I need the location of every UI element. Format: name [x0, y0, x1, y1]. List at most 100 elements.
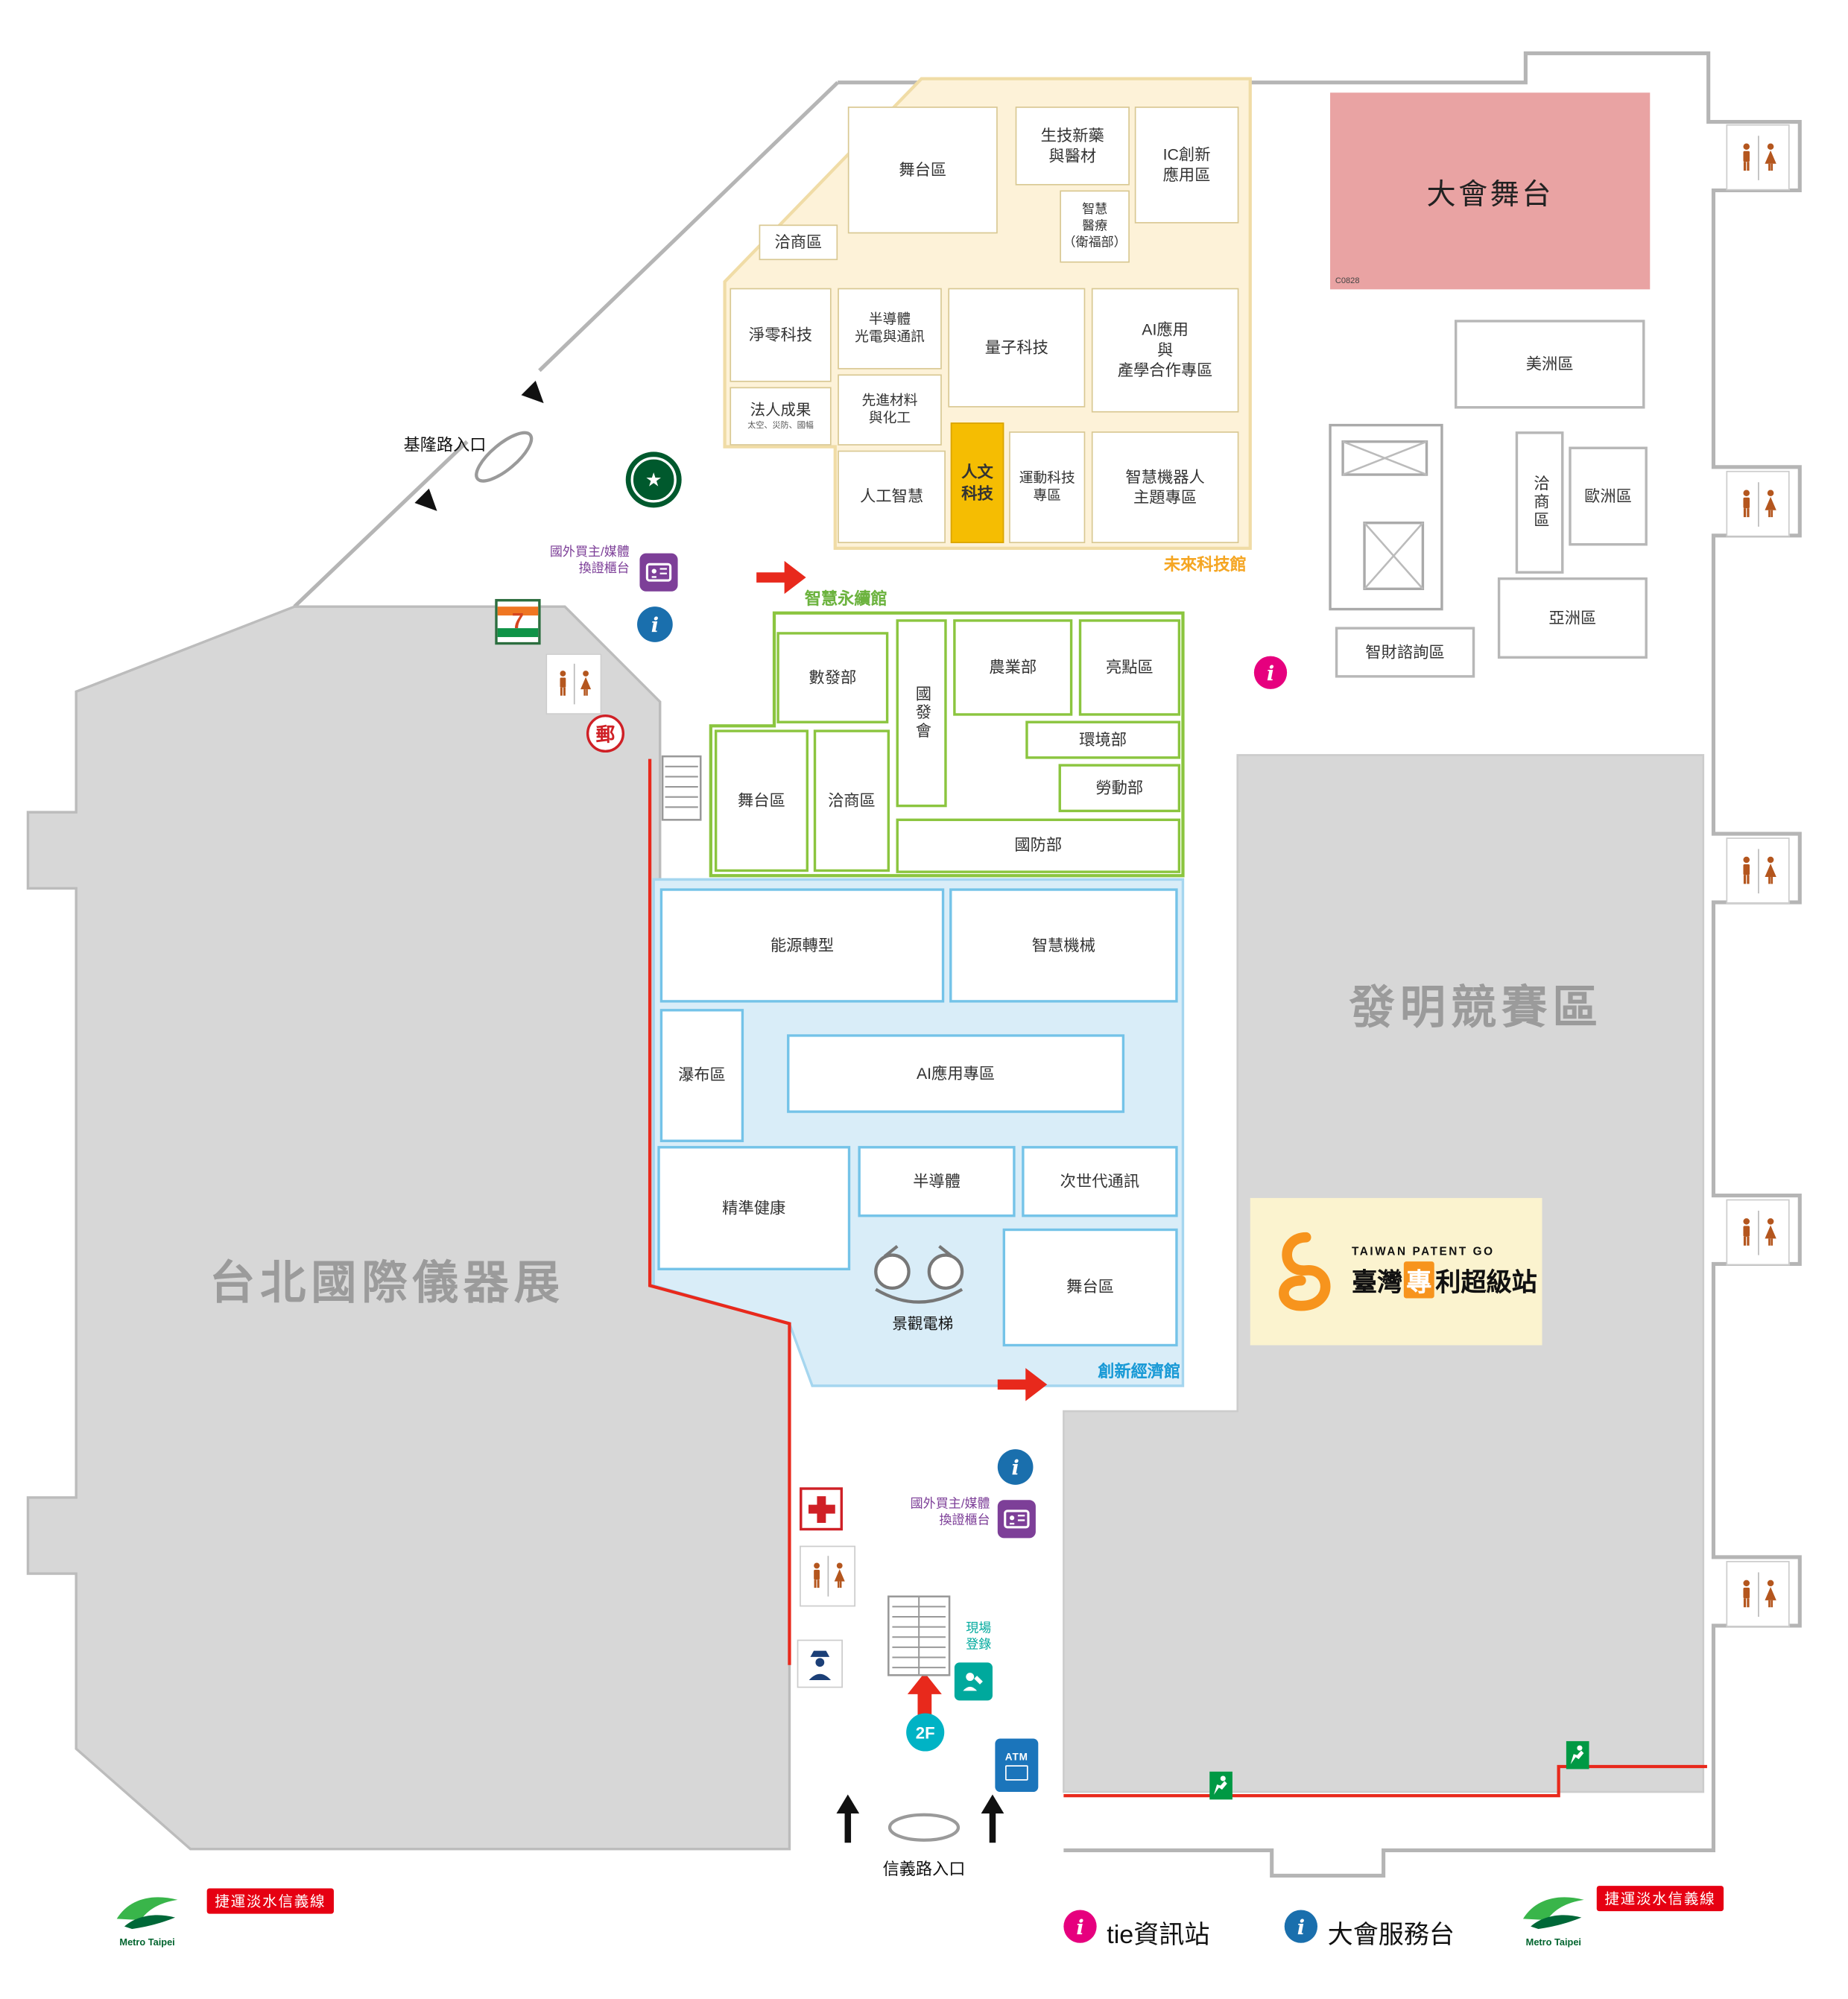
restroom-icon-e1: [1726, 470, 1790, 537]
room-business-gr: 洽商區: [813, 729, 890, 872]
restroom-icon-ne: [1726, 124, 1790, 191]
badge-exchange-icon-bottom: [997, 1500, 1036, 1539]
xinyi-gate: [887, 1813, 961, 1842]
first-aid-icon: [800, 1487, 843, 1531]
restroom-icon-e3: [1726, 1199, 1790, 1266]
atm-icon: ATM: [995, 1738, 1039, 1793]
security-guard-icon: [797, 1639, 843, 1688]
room-highlight: 亮點區: [1078, 619, 1181, 716]
restroom-icon-south: [800, 1545, 856, 1607]
service-desk-icon-top: [637, 606, 673, 642]
instrument-show-label: 台北國際儀器展: [209, 1256, 565, 1309]
starbucks-icon: [625, 452, 682, 508]
patent-go-sub-3: 利超級站: [1435, 1269, 1537, 1297]
room-defense: 國防部: [896, 818, 1181, 873]
room-ai-application: AI應用專區: [787, 1034, 1125, 1113]
legend-service-desk-label: 大會服務台: [1327, 1921, 1455, 1950]
room-stage-area-ft: 舞台區: [847, 107, 998, 234]
metro-taipei-icon-left: [116, 1897, 178, 1930]
patent-go-sub-2: 專: [1403, 1261, 1434, 1299]
red-route-left: [648, 758, 791, 1665]
mrt-line-badge-right: 捷運淡水信義線: [1596, 1886, 1724, 1912]
room-ndc: 國發會: [896, 619, 947, 808]
metro-taipei-label-left: Metro Taipei: [119, 1936, 175, 1948]
main-stage-code: C0828: [1335, 276, 1360, 286]
tie-info-icon-map: [1253, 656, 1288, 689]
room-smart-machinery: 智慧機械: [949, 888, 1178, 1003]
room-moda: 數發部: [776, 632, 889, 723]
main-stage-label: 大會舞台: [1426, 177, 1554, 210]
badge-exchange-icon-top: [639, 553, 678, 592]
mrt-line-badge-left: 捷運淡水信義線: [206, 1888, 334, 1914]
metro-taipei-label-right: Metro Taipei: [1525, 1936, 1581, 1948]
room-europe: 歐洲區: [1569, 446, 1648, 546]
road-boundary: [293, 80, 839, 609]
room-business-intl: 洽商區: [1515, 431, 1564, 574]
exit-icon: [1209, 1740, 1589, 1800]
patent-go-subtitle: 臺灣專利超級站: [1352, 1261, 1537, 1299]
room-americas: 美洲區: [1454, 320, 1645, 409]
room-sports-tech: 運動科技 專區: [1009, 431, 1086, 544]
badge-exchange-label-top: 國外買主/媒體 換證櫃台: [549, 545, 630, 576]
patent-go-title: TAIWAN PATENT GO: [1352, 1244, 1495, 1258]
room-semiconductor-opto: 半導體 光電與通訊: [838, 288, 942, 370]
room-net-zero: 淨零科技: [730, 288, 832, 382]
room-quantum: 量子科技: [948, 288, 1086, 408]
red-route-bottom: [1063, 1764, 1707, 1798]
floor-2f-label: 2F: [915, 1723, 935, 1742]
restroom-icon-e2: [1726, 837, 1790, 904]
scenic-elevator-icon: [874, 1244, 964, 1304]
legend-tie-info-icon: [1063, 1910, 1097, 1943]
room-labor: 勞動部: [1058, 764, 1181, 813]
onsite-registration-label: 現場 登錄: [966, 1621, 992, 1652]
taiwan-patent-go-booth: TAIWAN PATENT GO 臺灣專利超級站: [1250, 1197, 1542, 1346]
service-desk-icon-bottom: [997, 1449, 1034, 1485]
room-agriculture: 農業部: [953, 619, 1073, 716]
red-arrow-icons: [756, 560, 1048, 1719]
xinyi-arrow-icons: [836, 1794, 1004, 1843]
post-office-icon: 郵: [586, 714, 625, 753]
restroom-icon-e4: [1726, 1561, 1790, 1627]
elevator-block: [1329, 423, 1443, 611]
seven-eleven-glyph: 7: [511, 609, 525, 633]
patent-go-sub-1: 臺灣: [1352, 1269, 1403, 1297]
innovation-label: 創新經濟館: [1098, 1361, 1181, 1381]
room-ic-innovation: IC創新 應用區: [1134, 107, 1239, 224]
badge-exchange-label-bottom: 國外買主/媒體 換證櫃台: [910, 1497, 990, 1527]
room-business-ft: 洽商區: [759, 224, 838, 261]
onsite-registration-icon: [954, 1662, 993, 1701]
room-energy-transition: 能源轉型: [659, 888, 945, 1003]
metro-taipei-icon-right: [1522, 1897, 1584, 1930]
main-stage: 大會舞台 C0828: [1330, 92, 1651, 290]
room-stage-area-gr: 舞台區: [714, 729, 809, 872]
room-environment: 環境部: [1025, 720, 1181, 759]
keelung-gate: [475, 431, 534, 483]
post-office-glyph: 郵: [595, 723, 616, 746]
room-semiconductor: 半導體: [858, 1146, 1016, 1217]
elevator-icon: [1342, 440, 1427, 590]
room-next-gen-comm: 次世代通訊: [1022, 1146, 1178, 1217]
room-corporate-results: 法人成果 太空、災防、國幅: [730, 387, 832, 446]
invention-zone-label: 發明競賽區: [1349, 981, 1604, 1033]
room-smart-robot: 智慧機器人 主題專區: [1091, 431, 1239, 544]
room-stage-area-bl: 舞台區: [1002, 1228, 1178, 1347]
keelung-entrance-label: 基隆路入口: [403, 435, 487, 454]
room-corporate-results-sub: 太空、災防、國幅: [747, 420, 814, 430]
room-ip-consult: 智財諮詢區: [1335, 627, 1475, 678]
room-advanced-materials: 先進材料 與化工: [838, 374, 942, 446]
future-tech-label: 未來科技館: [1163, 554, 1247, 574]
legend-tie-info-label: tie資訊站: [1107, 1921, 1210, 1950]
stairs-icon-main: [887, 1595, 951, 1676]
room-biotech: 生技新藥 與醫材: [1015, 107, 1130, 186]
room-asia: 亞洲區: [1497, 577, 1648, 659]
room-ai-industry: AI應用 與 產學合作專區: [1091, 288, 1239, 413]
legend-service-desk-icon: [1284, 1910, 1318, 1943]
room-precision-health: 精準健康: [657, 1146, 851, 1271]
room-corporate-results-main: 法人成果: [750, 401, 811, 419]
patent-go-logo-icon: [1279, 1232, 1331, 1311]
restroom-icon-west: [545, 653, 602, 715]
sustainable-label: 智慧永續館: [804, 589, 887, 608]
floor-2f-badge: 2F: [906, 1713, 945, 1752]
room-artificial-intelligence: 人工智慧: [838, 450, 946, 544]
